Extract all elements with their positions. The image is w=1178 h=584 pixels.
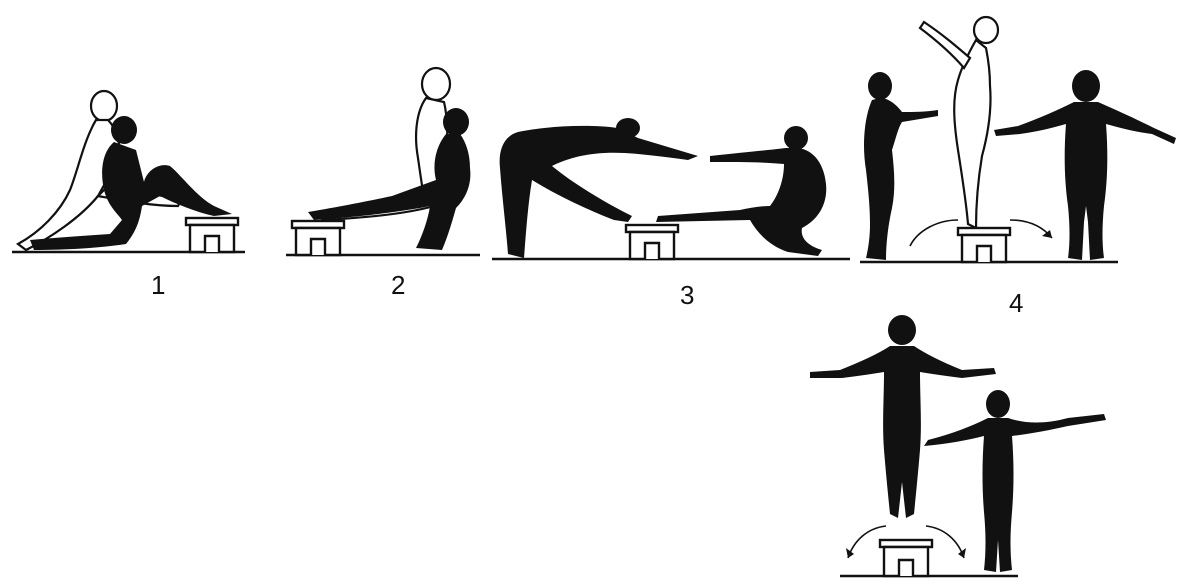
dark-figure-left: [864, 72, 938, 260]
dark-figure-right: [994, 70, 1176, 260]
stool: [958, 228, 1010, 262]
panel-4-number: 4: [1009, 290, 1023, 316]
panel-3-number: 3: [680, 282, 694, 308]
arrowhead: [1042, 230, 1052, 238]
hollow-figure: [920, 17, 998, 228]
panel-4-drawing: [858, 0, 1176, 320]
panel-1-number: 1: [151, 272, 165, 298]
panel-2-number: 2: [391, 272, 405, 298]
dark-figure-right: [656, 126, 826, 256]
panel-5-drawing: [788, 314, 1118, 579]
curved-arrow-left: [910, 220, 958, 246]
stool: [626, 225, 678, 259]
panel-4: [858, 0, 1176, 320]
stool: [292, 221, 344, 255]
stool: [880, 540, 932, 576]
dark-figure-back: [924, 390, 1106, 572]
stool: [186, 218, 238, 252]
panel-1: [0, 0, 260, 300]
panel-2: [280, 0, 490, 300]
arrowhead-left: [846, 548, 854, 558]
arrowhead-right: [958, 548, 966, 558]
dark-figure-front: [810, 315, 996, 518]
panel-2-drawing: [280, 0, 490, 300]
panel-3: [488, 0, 860, 310]
panel-5: [788, 314, 1118, 579]
panel-1-drawing: [0, 0, 260, 300]
panel-3-drawing: [488, 0, 860, 310]
